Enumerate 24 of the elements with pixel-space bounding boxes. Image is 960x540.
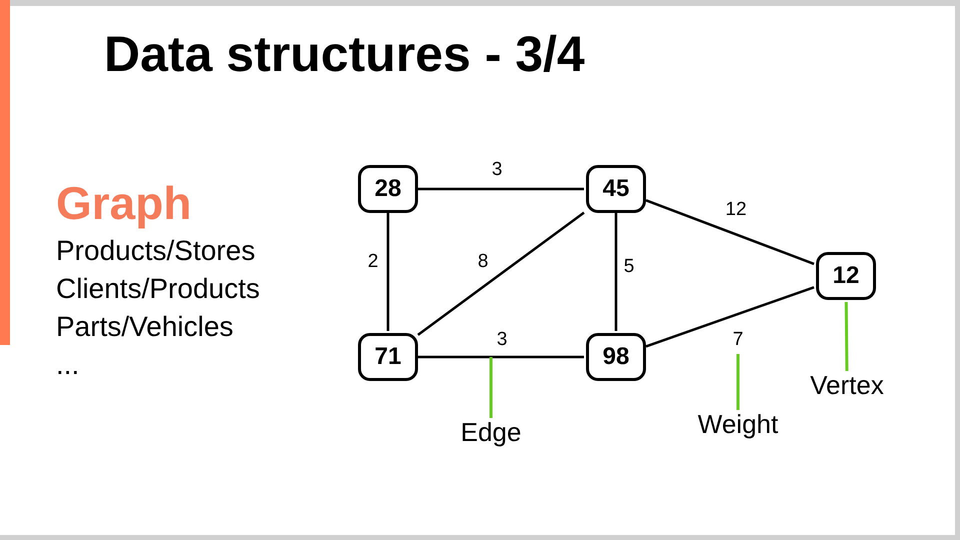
vertex-box: 98	[586, 333, 646, 381]
list-item: Products/Stores	[56, 234, 256, 268]
graph-edge	[418, 356, 584, 358]
graph-edge	[418, 188, 584, 190]
leader-line	[490, 357, 492, 418]
leader-line	[736, 354, 740, 410]
graph-edge	[417, 212, 585, 336]
list-item: Parts/Vehicles	[56, 310, 234, 344]
graph-edge	[646, 199, 814, 266]
vertex-box: 45	[586, 165, 646, 213]
leader-line	[844, 302, 848, 372]
vertex-box: 28	[358, 165, 418, 213]
vertex-box: 12	[816, 252, 876, 300]
leader-text: Weight	[688, 406, 788, 442]
section-heading: Graph	[56, 176, 192, 230]
graph-edge	[386, 213, 390, 331]
leader-text: Vertex	[800, 367, 894, 403]
list-item: Clients/Products	[56, 272, 260, 306]
vertex-box: 71	[358, 333, 418, 381]
list-item: ...	[56, 348, 80, 382]
graph-edge	[614, 213, 618, 331]
leader-text: Edge	[452, 414, 530, 450]
slide-title: Data structures - 3/4	[104, 25, 585, 84]
graph-edge	[646, 286, 814, 348]
